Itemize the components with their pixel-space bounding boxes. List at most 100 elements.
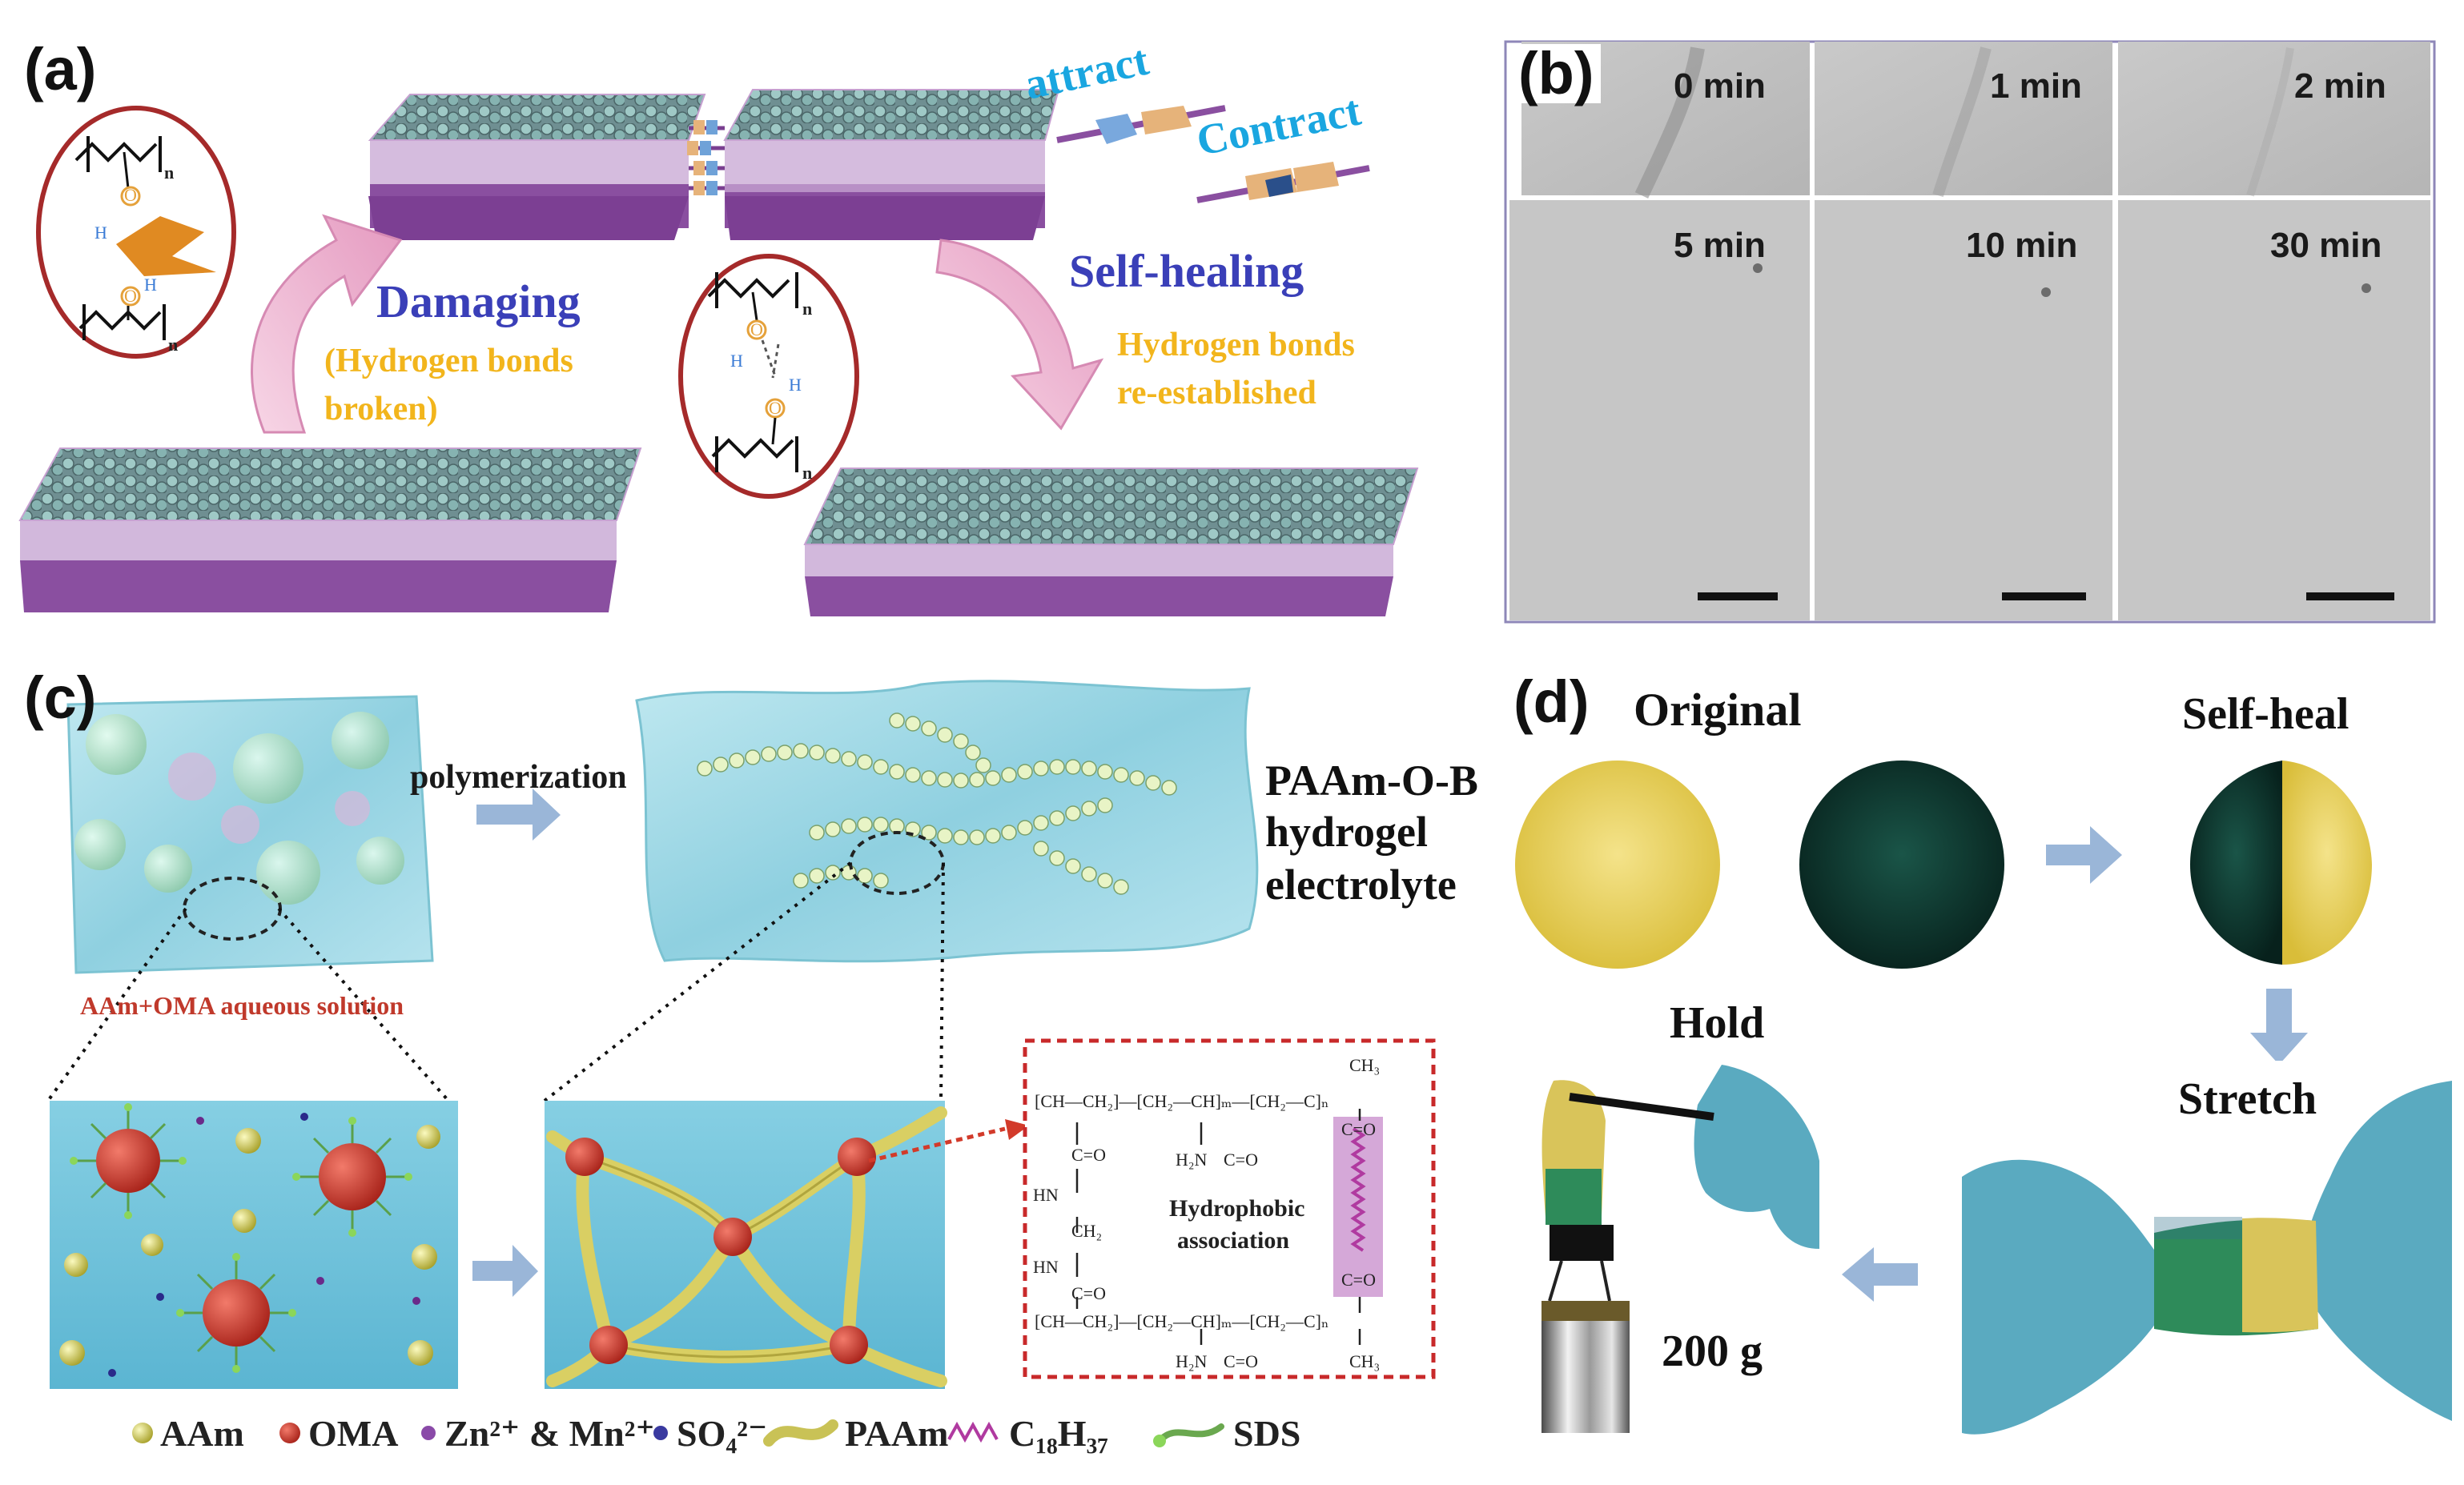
zoom-lines [46, 861, 945, 1102]
arrow-to-selfheal [2046, 826, 2122, 884]
chem-h-4: H [789, 375, 802, 395]
polymerization-arrow [476, 789, 561, 841]
structure-top-chain: [CH—CH₂]—[CH₂—CH]ₘ—[CH₂—C]ₙ [1035, 1091, 1329, 1111]
monomer-solution [66, 695, 434, 974]
stretch-label: Stretch [2178, 1074, 2317, 1124]
legend-paam: PAAm [845, 1413, 949, 1454]
ions [108, 1113, 420, 1377]
product-label-line3: electrolyte [1265, 861, 1457, 909]
hn-2: HN [1033, 1257, 1059, 1277]
chem-o-1: O [124, 185, 137, 205]
time-lapse-frames [1509, 42, 2430, 620]
damaging-note-line1: (Hydrogen bonds [324, 343, 573, 379]
hbond-circle-left [36, 106, 236, 359]
co-5: C=O [1341, 1119, 1376, 1139]
product-label-line2: hydrogel [1265, 808, 1429, 856]
stretch-photo [1962, 1061, 2452, 1445]
film-bottom-left [18, 448, 642, 612]
hydrogel-network [635, 680, 1259, 963]
network-arrow [472, 1245, 538, 1297]
legend-zn-mn: Zn²⁺ & Mn²⁺ [444, 1413, 655, 1454]
co-2: C=O [1071, 1283, 1106, 1303]
solution-label: AAm+OMA aqueous solution [80, 991, 404, 1020]
chem-o-3: O [750, 319, 763, 339]
chem-n-4: n [802, 463, 813, 483]
micelle-solution-zoom [50, 1101, 458, 1389]
ch3-top: CH₃ [1349, 1055, 1381, 1075]
time-label-5: 30 min [2270, 226, 2382, 265]
weight-label: 200 g [1662, 1326, 1763, 1376]
hydrophobic-label-line2: association [1177, 1227, 1290, 1254]
detail-pointer-head [1005, 1119, 1029, 1140]
time-label-2: 2 min [2294, 66, 2386, 106]
panel-b [1504, 40, 2436, 624]
arrow-to-stretch [2250, 989, 2308, 1065]
product-label-line1: PAAm-O-B [1265, 757, 1478, 805]
healing-note-line1: Hydrogen bonds [1117, 327, 1355, 363]
detail-pointer [868, 1126, 1006, 1163]
panel-a [18, 89, 1419, 616]
chem-h-2: H [144, 275, 157, 295]
gel-original-green [1799, 761, 2004, 969]
polymerization-label: polymerization [410, 759, 627, 796]
co-4: C=O [1224, 1351, 1258, 1371]
gel-original-yellow [1515, 761, 1720, 969]
damaging-arrow [251, 214, 403, 434]
co-3: C=O [1224, 1150, 1258, 1170]
film-bottom-right [803, 468, 1419, 616]
hn-1: HN [1033, 1185, 1059, 1205]
panel-c [46, 680, 1436, 1389]
damaging-note-line2: broken) [324, 391, 438, 427]
panel-a-label: (a) [24, 36, 97, 102]
chem-o-2: O [124, 286, 137, 306]
healing-note-line2: re-established [1117, 375, 1316, 411]
hold-photo [1529, 1065, 1819, 1445]
self-heal-label: Self-heal [2182, 689, 2349, 739]
panel-d-label: (d) [1513, 668, 1590, 735]
legend-c18h37: C₁₈H₃₇ [1009, 1413, 1109, 1454]
panel-c-label: (c) [24, 664, 97, 731]
healing-arrow [935, 239, 1104, 431]
time-label-0: 0 min [1674, 66, 1766, 106]
h2n-top: H₂N [1176, 1150, 1208, 1170]
co-1: C=O [1071, 1145, 1106, 1165]
ch2-mid: CH₂ [1071, 1221, 1103, 1241]
damaging-label: Damaging [376, 275, 581, 327]
chem-h-3: H [730, 351, 743, 371]
aam-monomers [59, 1125, 440, 1366]
micelles [70, 1103, 412, 1373]
legend-oma: OMA [308, 1413, 399, 1454]
panel-d [1515, 761, 2452, 1445]
chem-n-3: n [802, 299, 813, 319]
film-top [368, 89, 1060, 240]
self-healing-label: Self-healing [1069, 245, 1304, 297]
hbond-circle-middle [678, 254, 859, 499]
chem-o-4: O [769, 398, 782, 418]
legend-so4: SO₄²⁻ [677, 1413, 768, 1454]
original-label: Original [1634, 684, 1802, 736]
chemical-structure-box [1023, 1038, 1436, 1379]
structure-bottom-chain: [CH—CH₂]—[CH₂—CH]ₘ—[CH₂—C]ₙ [1035, 1311, 1329, 1331]
h2n-bottom: H₂N [1176, 1351, 1208, 1371]
time-label-3: 5 min [1674, 226, 1766, 265]
legend-sds: SDS [1233, 1413, 1301, 1454]
ch3-bottom: CH₃ [1349, 1351, 1381, 1371]
network-zoom [545, 1101, 947, 1389]
arrow-to-hold [1842, 1247, 1918, 1302]
hold-label: Hold [1670, 998, 1765, 1048]
chem-h-1: H [94, 223, 107, 243]
hydrophobic-label-line1: Hydrophobic [1169, 1195, 1305, 1222]
legend-aam: AAm [160, 1413, 244, 1454]
time-label-4: 10 min [1966, 226, 2078, 265]
chem-n-2: n [168, 335, 179, 355]
chem-n-1: n [164, 163, 175, 183]
contract-icon [1196, 162, 1370, 203]
attract-icon [1056, 105, 1226, 144]
panel-b-label: (b) [1512, 44, 1601, 103]
co-6: C=O [1341, 1270, 1376, 1290]
legend-symbols [132, 1419, 1224, 1447]
gel-self-healed [2190, 761, 2372, 965]
time-label-1: 1 min [1990, 66, 2082, 106]
